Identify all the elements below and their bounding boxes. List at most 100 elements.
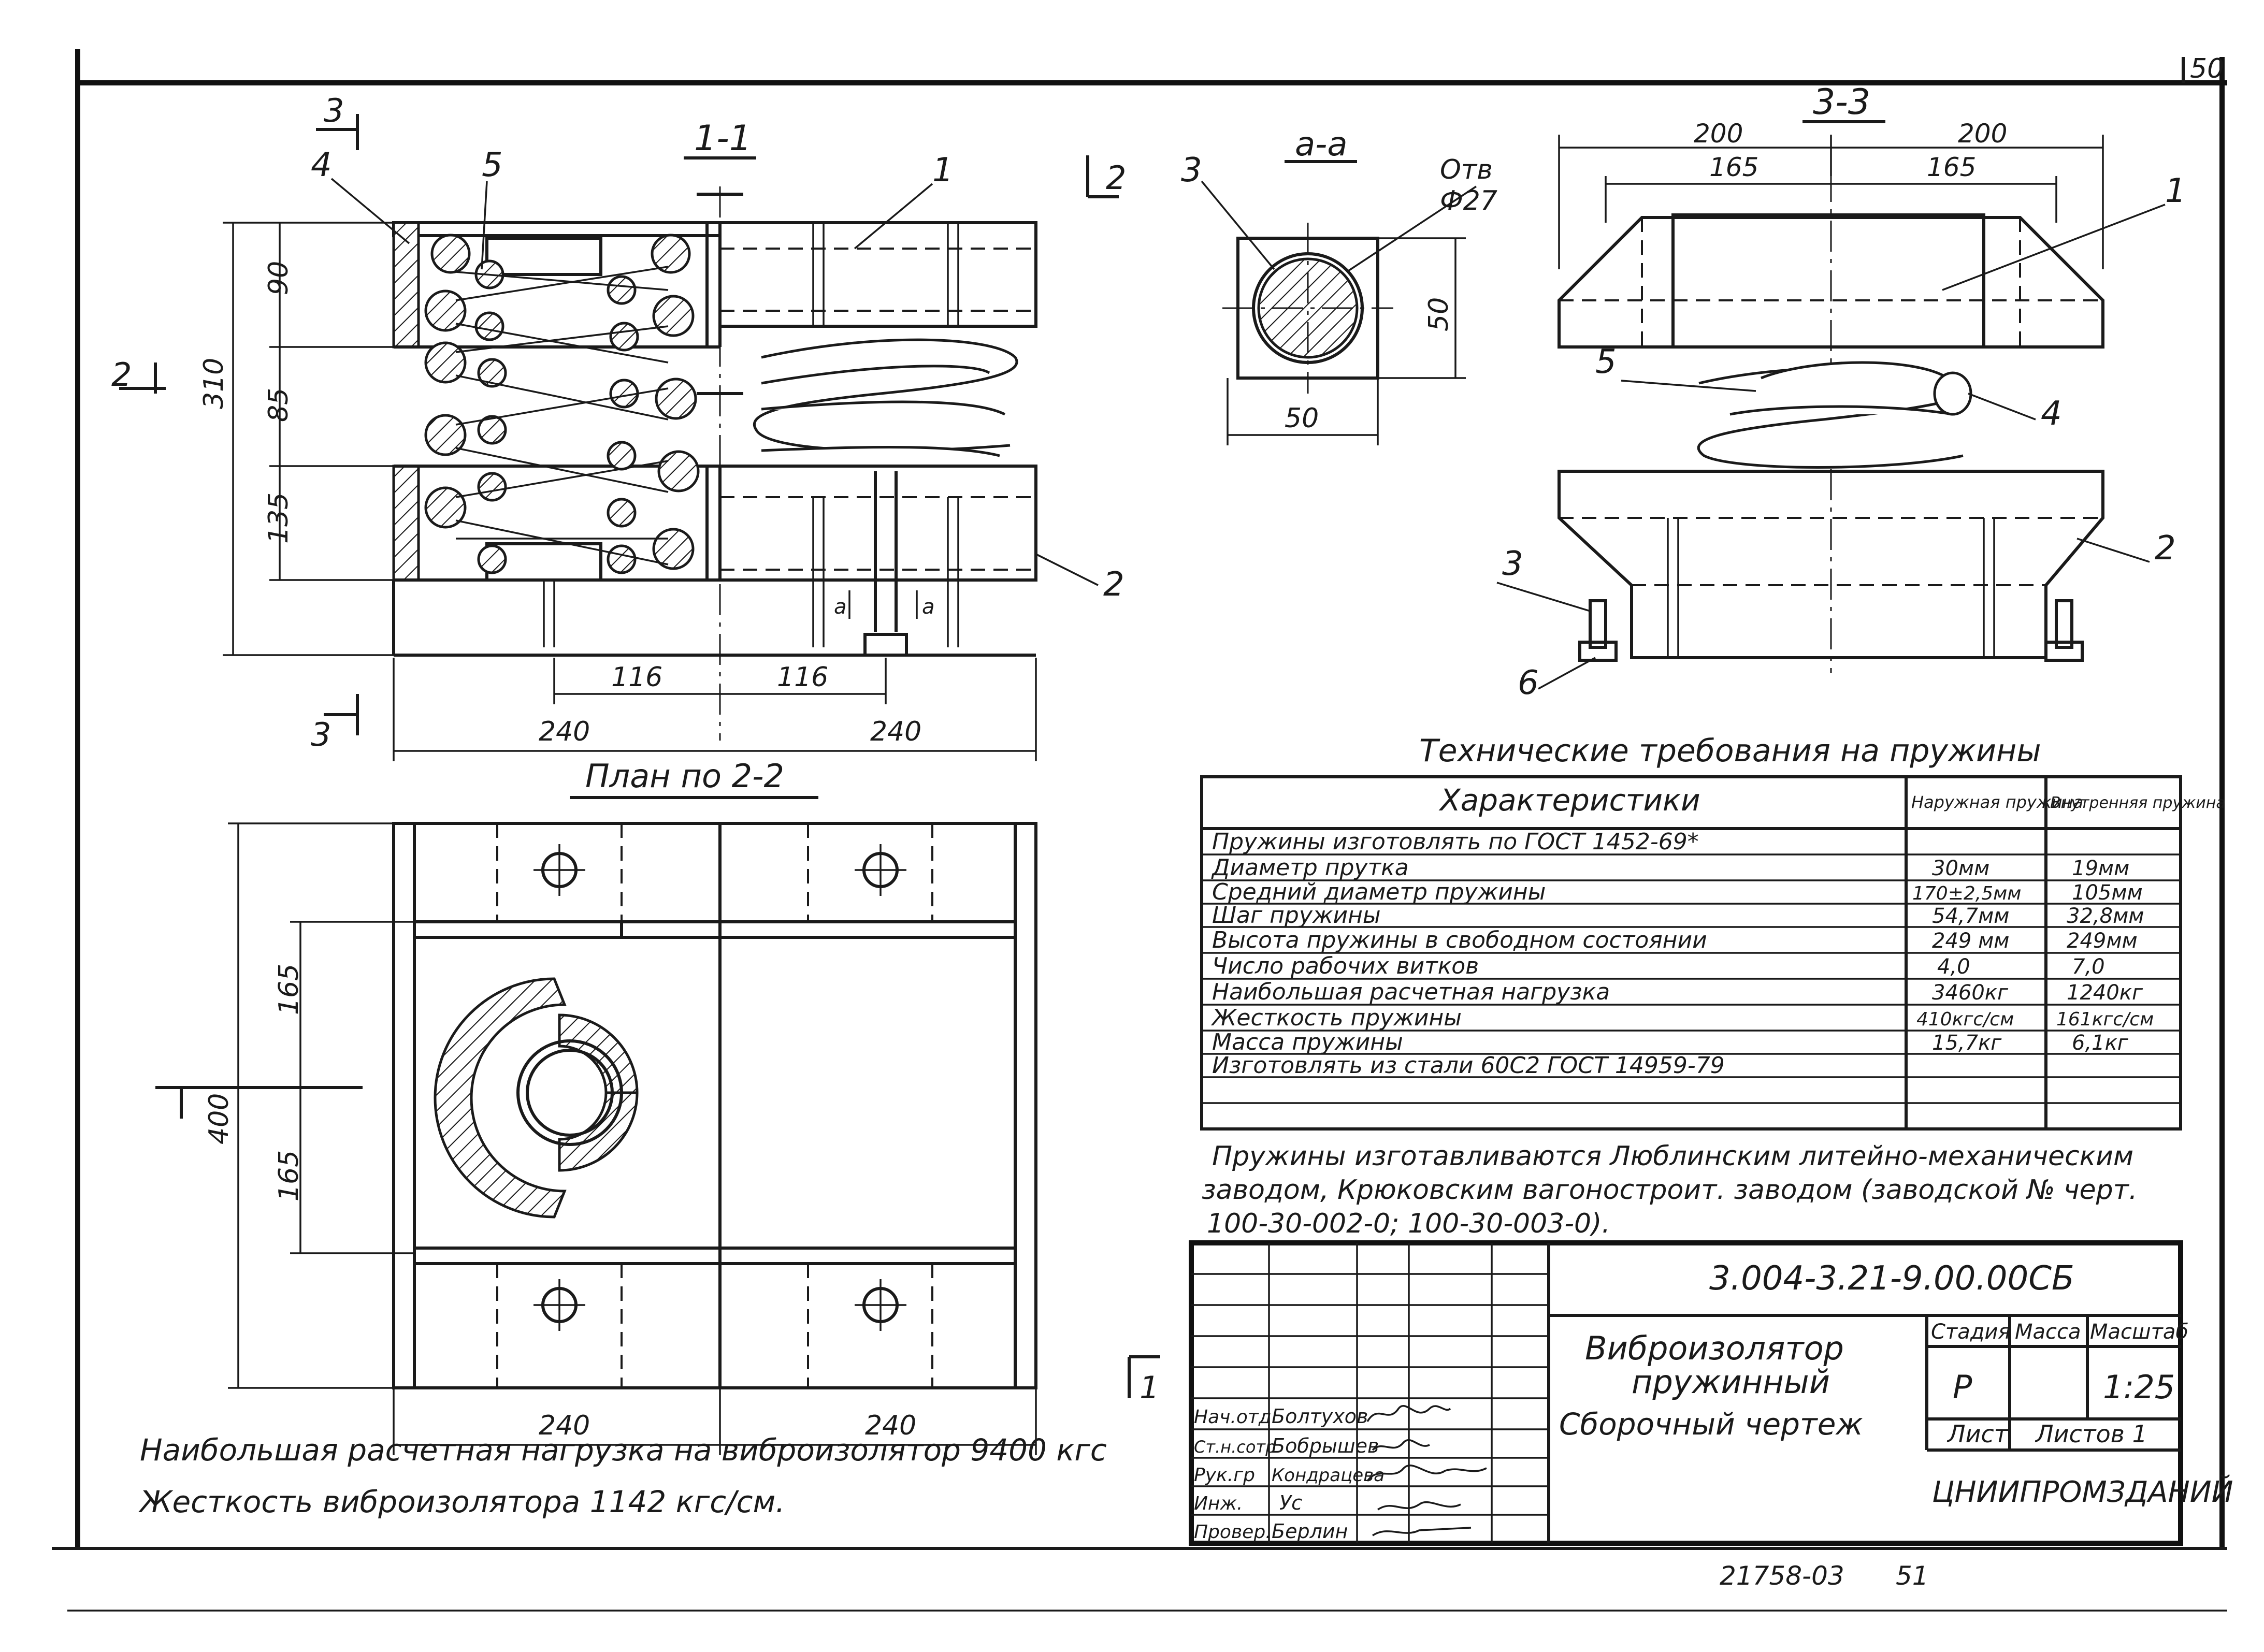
spec-row-outer: 30мм [1932, 857, 1989, 880]
svg-text:2: 2 [1103, 566, 1124, 604]
bottom-notes: Наибольшая расчетная нагрузка на виброиз… [138, 1432, 1107, 1519]
page-number: 51 [1896, 1561, 1929, 1591]
footer: 21758-03 51 [1720, 1561, 1929, 1591]
svg-text:а: а [834, 595, 847, 619]
scale-label: Масштаб [2090, 1320, 2188, 1344]
svg-text:3: 3 [1502, 545, 1523, 583]
role-name: Ус [1279, 1491, 1302, 1514]
section-a-a-view: a-a 50 50 3 Отв Ф27 [1181, 125, 1497, 445]
spec-col-inner: Внутренняя пружина [2050, 794, 2226, 812]
role-label: Инж. [1194, 1493, 1243, 1514]
svg-text:6: 6 [1518, 664, 1539, 702]
role-name: Бобрышев [1272, 1434, 1379, 1457]
svg-text:2: 2 [111, 356, 132, 394]
role-label: Нач.отд [1194, 1407, 1272, 1428]
role-name: Берлин [1272, 1520, 1348, 1543]
spec-table: Технические требования на пружины Характ… [1200, 733, 2226, 1131]
inventory-number: 21758-03 [1720, 1561, 1844, 1591]
manufacturer-note: Пружины изготавливаются Люблинским литей… [1202, 1141, 2137, 1239]
role-label: Провер. [1194, 1521, 1272, 1543]
section-1-1-label: 1-1 [694, 118, 752, 159]
scale-value: 1:25 [2103, 1368, 2175, 1406]
stage-label: Стадия [1931, 1320, 2010, 1344]
section-1-1-view: 1-1 3 2 2 3 [111, 92, 1126, 761]
section-mark-2-top: 2 [1086, 155, 1126, 198]
product-name-2: пружинный [1632, 1363, 1830, 1401]
spec-row-name: Жесткость пружины [1210, 1005, 1462, 1031]
svg-text:5: 5 [482, 146, 503, 184]
mass-label: Масса [2015, 1320, 2081, 1344]
spec-row-inner: 6,1кг [2072, 1031, 2129, 1055]
dim-200-left: 200 [1694, 119, 1743, 149]
dim-400: 400 [204, 1093, 235, 1144]
role-name: Болтухов [1272, 1405, 1368, 1428]
title-block: Нач.отд Болтухов Ст.н.сотр Бобрышев Рук.… [1189, 1240, 2233, 1546]
svg-text:2: 2 [1106, 159, 1126, 197]
stage-value: Р [1953, 1368, 1972, 1406]
section-3-3-view: 3-3 200 200 165 165 [1496, 82, 2186, 702]
section-3-3-label: 3-3 [1813, 82, 1870, 123]
sheets-label: Листов 1 [2035, 1420, 2147, 1448]
bolt-holes [533, 844, 906, 1331]
dim-165-plan-bottom: 165 [273, 1150, 305, 1201]
spec-row-name: Число рабочих витков [1212, 953, 1479, 979]
svg-text:2: 2 [2155, 529, 2176, 568]
note-line-1: Пружины изготавливаются Люблинским литей… [1212, 1141, 2133, 1172]
dim-310: 310 [198, 358, 229, 409]
plan-2-2-label: План по 2-2 [585, 757, 784, 795]
dim-165-right: 165 [1927, 152, 1976, 182]
spec-row-outer: 170±2,5мм [1912, 883, 2021, 904]
spec-row-inner: 1240кг [2067, 981, 2143, 1005]
note-line-2: заводом, Крюковским вагоностроит. заводо… [1202, 1175, 2137, 1206]
dim-135: 135 [263, 492, 294, 544]
spec-row-name: Наибольшая расчетная нагрузка [1212, 979, 1610, 1005]
dim-165-left: 165 [1709, 152, 1758, 182]
drawing-code: 3.004-3.21-9.00.00СБ [1709, 1259, 2074, 1298]
coil-sections [424, 234, 700, 574]
spec-row-inner: 249мм [2067, 929, 2138, 953]
spring-plan-section [434, 977, 639, 1219]
spec-row-name: Диаметр прутка [1211, 854, 1409, 881]
spec-col-characteristics: Характеристики [1438, 782, 1700, 818]
dim-240-plan-right: 240 [865, 1410, 916, 1441]
dim-165-plan-top: 165 [273, 964, 305, 1015]
spec-row-name: Высота пружины в свободном состоянии [1212, 927, 1707, 953]
svg-text:1: 1 [932, 151, 954, 190]
svg-text:3: 3 [324, 92, 344, 129]
svg-text:4: 4 [2041, 395, 2062, 433]
svg-text:а: а [922, 595, 935, 619]
dim-240-plan-left: 240 [539, 1410, 590, 1441]
product-name-3: Сборочный чертеж [1559, 1407, 1863, 1442]
dim-50-aa-v: 50 [1423, 297, 1454, 331]
hole-label: Отв [1440, 154, 1493, 185]
spec-title: Технические требования на пружины [1419, 733, 2041, 769]
spec-row-outer: 3460кг [1932, 981, 2009, 1005]
sheet-border: 50 [52, 49, 2227, 1612]
svg-text:1: 1 [1140, 1370, 1159, 1406]
spec-row-inner: 7,0 [2072, 955, 2105, 979]
bottom-note-line-1: Наибольшая расчетная нагрузка на виброиз… [140, 1432, 1107, 1468]
spec-row-outer: 410кгс/см [1916, 1009, 2014, 1030]
plan-2-2-view: План по 2-2 [155, 757, 1160, 1455]
spec-row-outer: 54,7мм [1932, 904, 2009, 928]
spec-row-outer: 249 мм [1932, 929, 2009, 953]
product-name-1: Виброизолятор [1585, 1329, 1844, 1367]
role-label: Ст.н.сотр [1194, 1437, 1276, 1457]
spec-col-outer: Наружная пружина [1911, 792, 2083, 812]
dim-85: 85 [263, 388, 294, 422]
spec-row-outer: 4,0 [1937, 955, 1970, 979]
dim-240-left: 240 [539, 716, 590, 747]
spec-row-outer: 15,7кг [1932, 1031, 2002, 1055]
spec-row-inner: 161кгс/см [2056, 1009, 2154, 1030]
spec-row-inner: 105мм [2072, 881, 2143, 905]
note-line-3: 100-30-002-0; 100-30-003-0). [1207, 1208, 1610, 1239]
callouts-1-1: 4 5 1 2 [311, 146, 1124, 604]
dim-90: 90 [263, 261, 294, 295]
hole-diameter: Ф27 [1440, 185, 1497, 216]
spec-row-name: Пружины изготовлять по ГОСТ 1452-69* [1212, 829, 1699, 855]
spec-row-name: Средний диаметр пружины [1212, 879, 1546, 905]
sheet-label: Лист [1946, 1420, 2009, 1448]
role-name: Кондрацева [1272, 1465, 1385, 1486]
svg-text:4: 4 [311, 146, 332, 184]
dim-116-right: 116 [777, 662, 828, 693]
